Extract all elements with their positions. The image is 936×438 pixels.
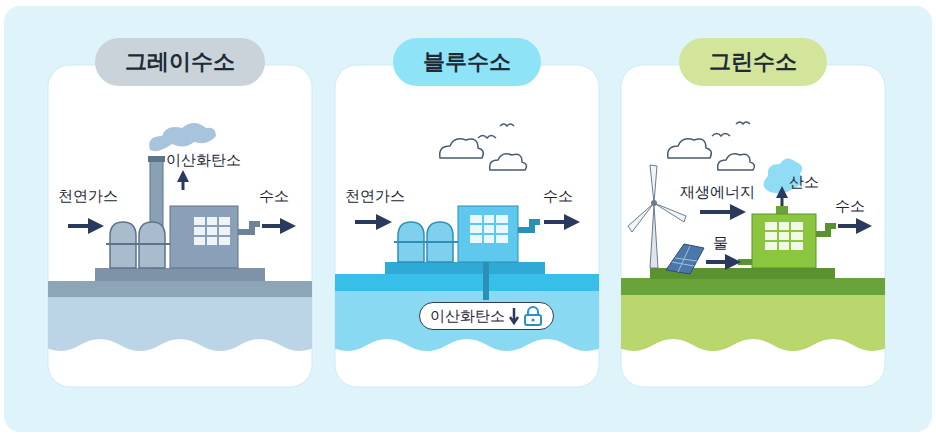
flow-label: 수소 xyxy=(543,187,573,206)
hydrogen-panel: 그레이수소 xyxy=(48,65,312,387)
flow-label: 이산화탄소 xyxy=(166,151,241,170)
blue-scene xyxy=(335,124,599,351)
gray-scene xyxy=(48,123,312,351)
panel-title: 그레이수소 xyxy=(95,38,265,86)
flow-label: 물 xyxy=(713,234,728,253)
pill-label: 이산화탄소 xyxy=(430,307,505,326)
hydrogen-panel: 블루수소이산화탄소 xyxy=(335,65,599,387)
flow-label: 천연가스 xyxy=(58,187,118,206)
hydrogen-panel: 그린수소 xyxy=(621,65,885,387)
storage-pill: 이산화탄소 xyxy=(419,302,554,330)
panel-title: 그린수소 xyxy=(679,38,827,86)
flow-label: 재생에너지 xyxy=(680,183,755,202)
flow-label: 산소 xyxy=(789,173,819,192)
backdrop xyxy=(4,6,932,432)
green-scene xyxy=(621,122,885,351)
flow-label: 천연가스 xyxy=(345,187,405,206)
panel-title: 블루수소 xyxy=(393,38,541,86)
flow-label: 수소 xyxy=(835,197,865,216)
flow-label: 수소 xyxy=(259,187,289,206)
lock-icon xyxy=(509,306,543,326)
